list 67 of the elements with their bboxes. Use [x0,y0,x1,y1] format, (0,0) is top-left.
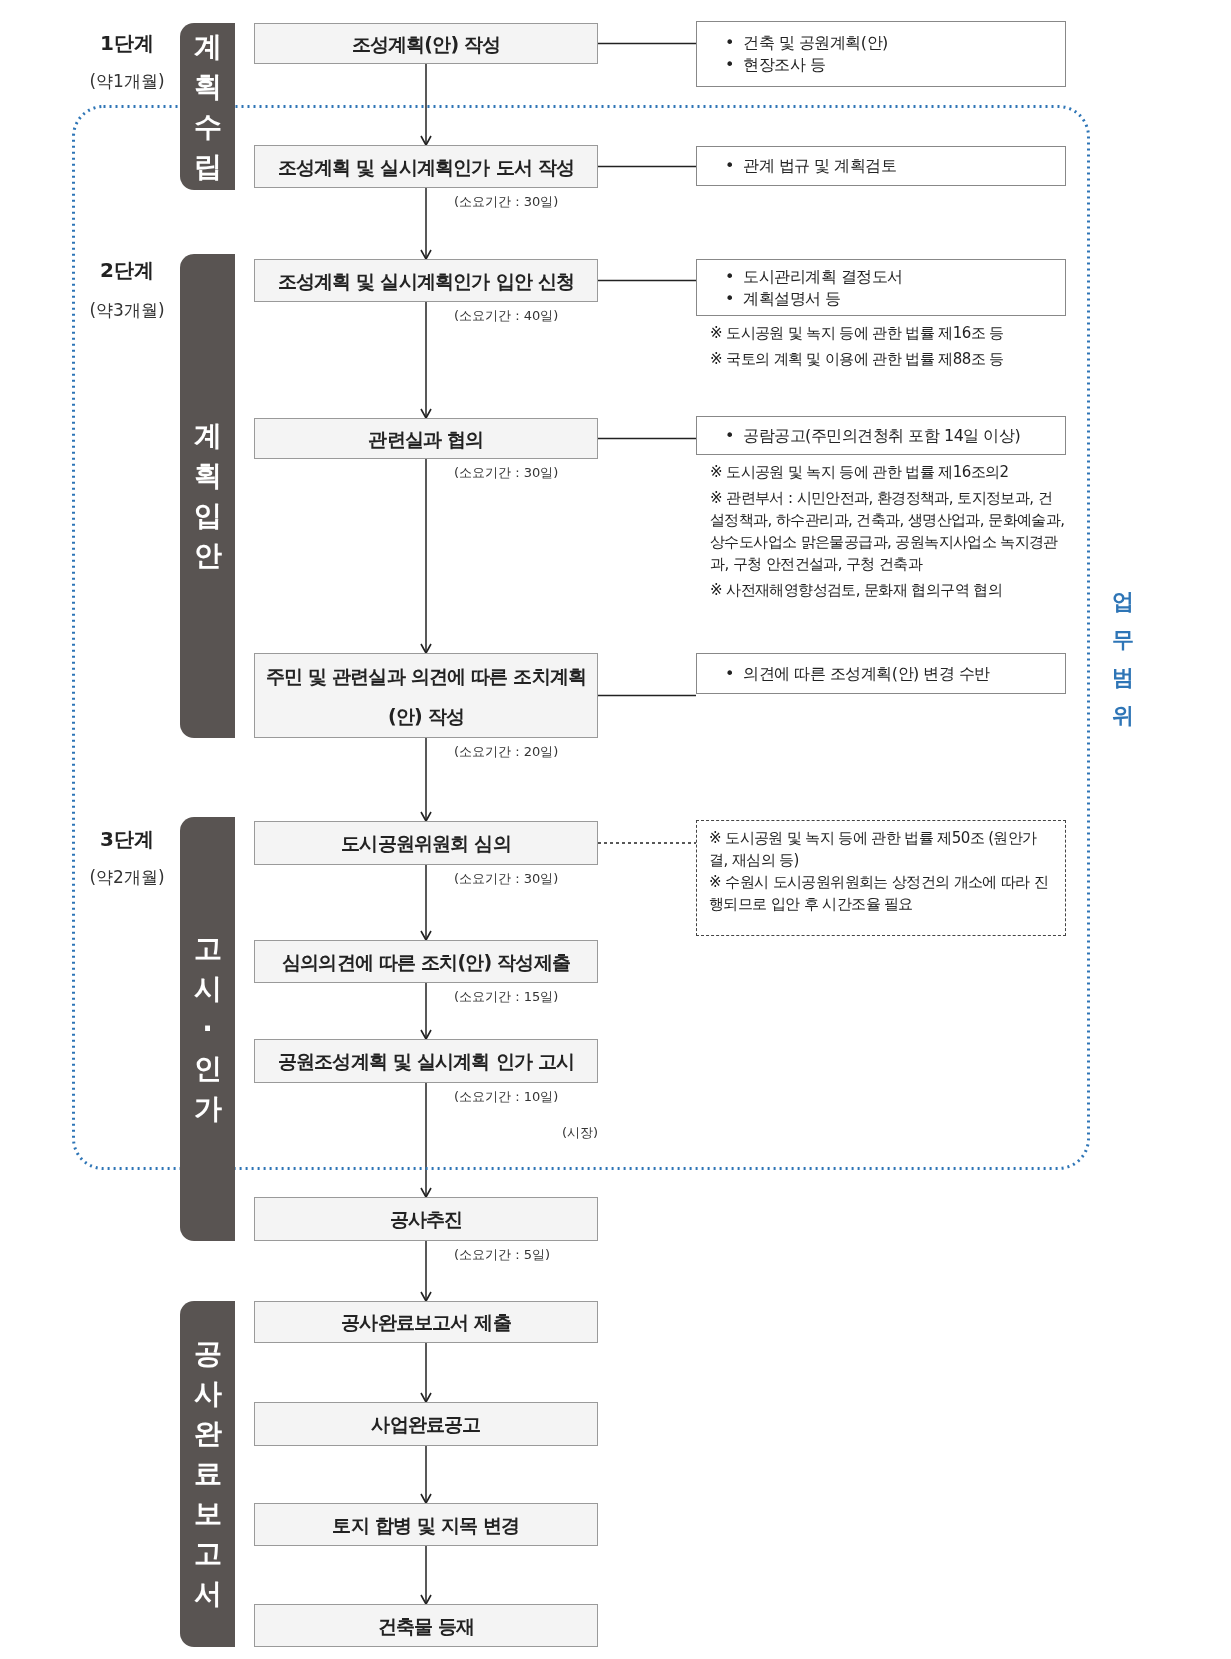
bullet-item: • 현장조사 등 [724,54,827,76]
process-box: 관련실과 협의 [254,418,598,459]
edge-label: (소요기간 : 10일) [452,1088,561,1106]
arrow [420,458,432,654]
connector-line [597,694,697,697]
process-box: 건축물 등재 [254,1604,598,1647]
arrow [420,1240,432,1302]
arrow [420,1545,432,1605]
arrow [420,1082,432,1198]
connector-line [597,165,697,168]
duration-text: (약3개월) [88,299,166,322]
arrow [420,187,432,260]
note-box [696,146,1066,186]
note-text: ※ 수원시 도시공원위원회는 상정건의 개소에 따라 진행되므로 입안 후 시간조율 필요 [709,872,1050,915]
phase-band: 계획수립 [180,23,235,190]
arrow [420,737,432,822]
arrow [420,982,432,1040]
bullet-item: • 건축 및 공원계획(안) [724,32,889,54]
arrow [420,301,432,419]
process-box: 공원조성계획 및 실시계획 인가 고시 [254,1039,598,1083]
note-text: ※ 국토의 계획 및 이용에 관한 법률 제88조 등 [710,349,1005,370]
bullet-item: • 계획설명서 등 [724,287,842,310]
duration-text: (약1개월) [88,70,166,93]
bullet-item: • 도시관리계획 결정도서 [724,265,904,288]
note-text: ※ 도시공원 및 녹지 등에 관한 법률 제50조 (원안가결, 재심의 등) [709,828,1038,871]
bullet-item: • 관계 법규 및 계획검토 [724,155,898,177]
process-box: 심의의견에 따른 조치(안) 작성제출 [254,940,598,983]
process-box: 공사추진 [254,1197,598,1241]
edge-label: (소요기간 : 30일) [452,464,561,482]
phase-band: 계획입안 [180,254,235,738]
note-text: ※ 관련부서 : 시민안전과, 환경정책과, 토지정보과, 건설정책과, 하수관리과, 건축과, 생명산업과, 문화예술과, 상수도사업소 맑은물공급과, 공원녹지사업소 녹지경관과, 구청 안전건설과, 구청 건축과 [710,488,1066,575]
note-box [696,21,1066,87]
note-text: ※ 도시공원 및 녹지 등에 관한 법률 제16조 등 [710,323,1005,344]
process-box: 조성계획 및 실시계획인가 입안 신청 [254,259,598,302]
note-box [696,820,1066,936]
process-box: 공사완료보고서 제출 [254,1301,598,1343]
edge-label: (소요기간 : 30일) [452,193,561,211]
edge-label: (소요기간 : 15일) [452,988,561,1006]
bullet-item: • 공람공고(주민의견청취 포함 14일 이상) [724,424,1022,447]
edge-label: (소요기간 : 30일) [452,870,561,888]
arrow [420,63,432,146]
process-box: 조성계획(안) 작성 [254,23,598,64]
arrow [420,864,432,941]
connector-line [597,279,697,282]
connector-line [597,437,697,440]
phase-band: 고시·인가 [180,817,235,1241]
scope-label: 업무범위 [1111,588,1135,730]
phase-band: 공사완료보고서 [180,1301,235,1647]
bullet-item: • 의견에 따른 조성계획(안) 변경 수반 [724,662,991,685]
arrow [420,1342,432,1403]
edge-label: (소요기간 : 20일) [452,743,561,761]
process-box: 주민 및 관련실과 의견에 따른 조치계획(안) 작성 [254,653,598,738]
process-box: 조성계획 및 실시계획인가 도서 작성 [254,145,598,188]
stage-label: 1단계 [99,30,155,57]
connector-line [597,42,697,45]
edge-label: (소요기간 : 40일) [452,307,561,325]
duration-text: (약2개월) [88,866,166,889]
process-box: 도시공원위원회 심의 [254,821,598,865]
process-box: 토지 합병 및 지목 변경 [254,1503,598,1546]
note-text: ※ 도시공원 및 녹지 등에 관한 법률 제16조의2 [710,462,1010,483]
process-box: 사업완료공고 [254,1402,598,1446]
stage-label: 3단계 [99,826,155,853]
arrow [420,1445,432,1504]
note-box [696,653,1066,694]
connector-line [597,842,697,844]
note-text: ※ 사전재해영향성검토, 문화재 협의구역 협의 [710,580,1003,601]
stage-label: 2단계 [99,257,155,284]
